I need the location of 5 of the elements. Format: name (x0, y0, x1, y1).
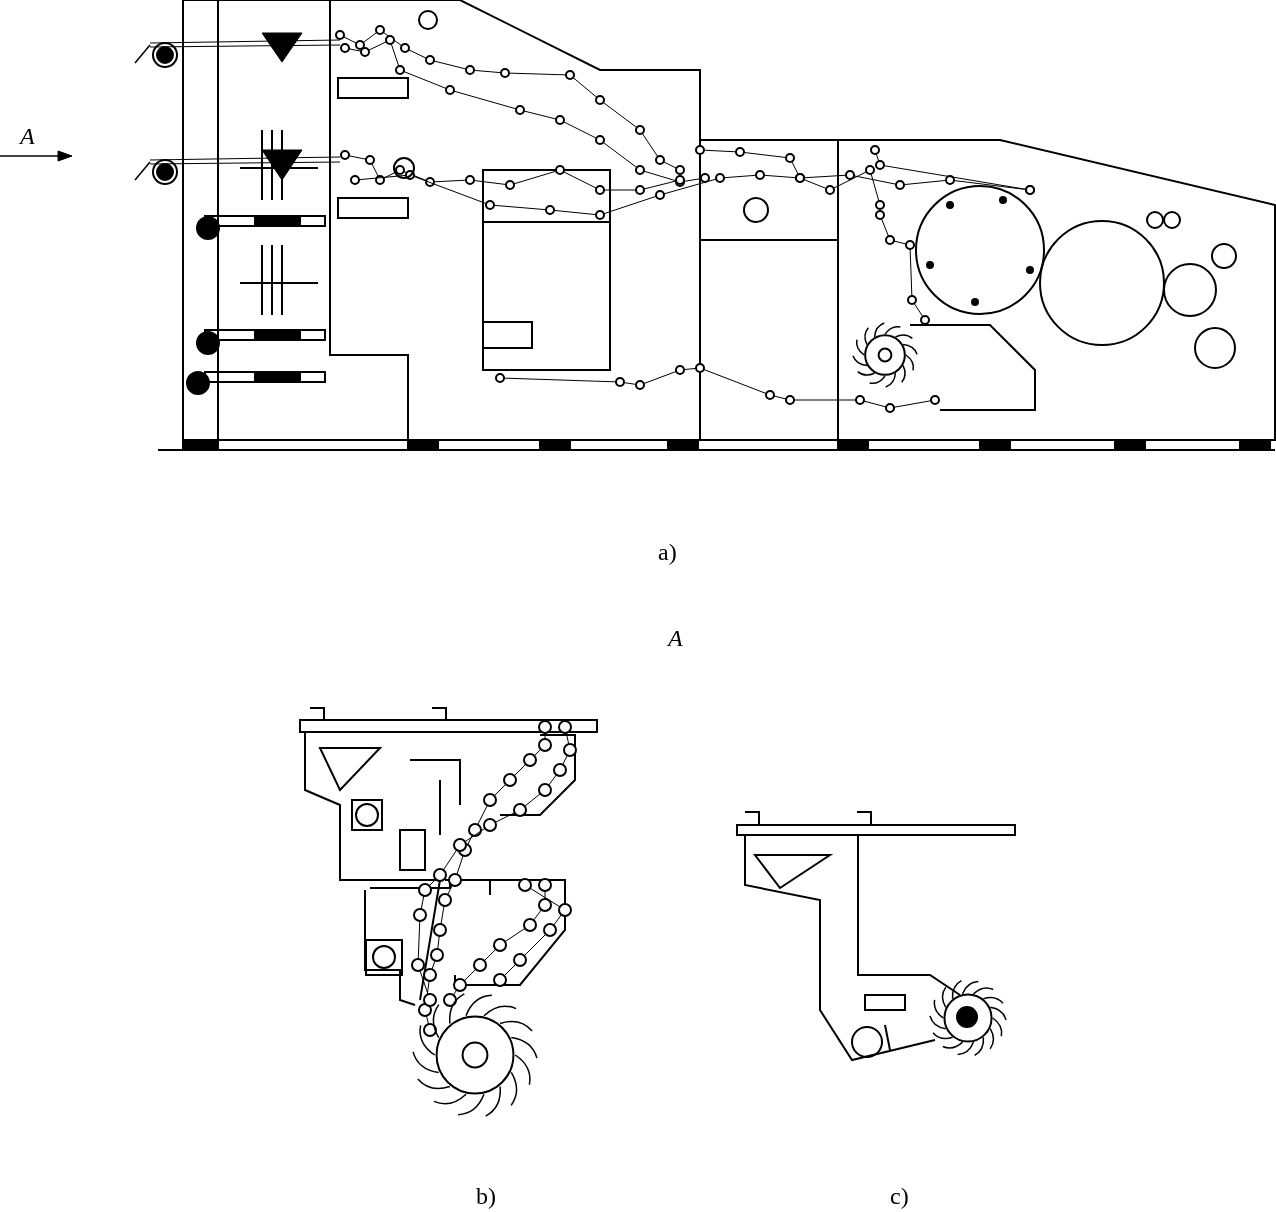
panel-caption: c) (890, 1184, 909, 1208)
view-letter: A (668, 626, 683, 650)
panel-caption: b) (476, 1184, 496, 1208)
view-letter: A (20, 124, 35, 148)
panel-caption: a) (658, 540, 677, 564)
